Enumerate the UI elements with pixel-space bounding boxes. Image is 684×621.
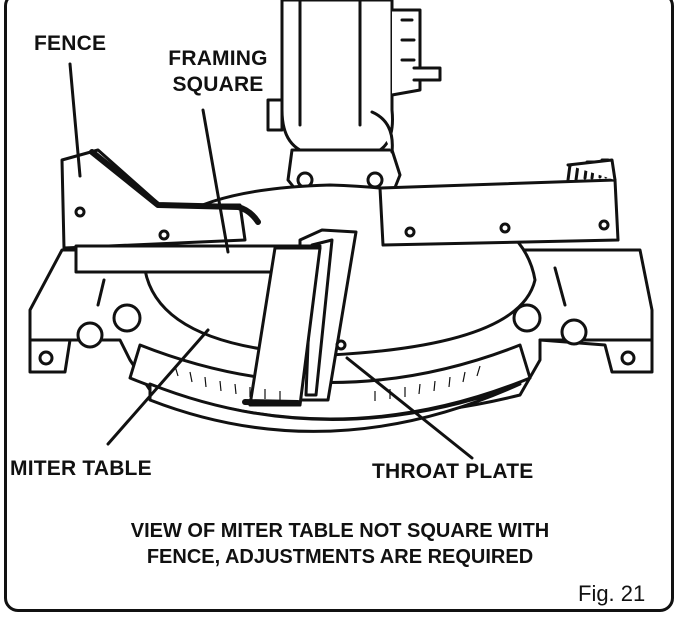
miter-table-leader [106,328,210,446]
throat-plate-leader [345,356,474,460]
throat-plate-label: THROAT PLATE [372,460,534,483]
callout-leaders [68,62,474,460]
fence-label: FENCE [34,32,107,55]
figure-caption: VIEW OF MITER TABLE NOT SQUARE WITH FENC… [60,518,620,570]
scale-ticks [174,365,481,401]
right-fence [378,158,620,247]
miter-table-label: MITER TABLE [10,457,152,480]
fence-leader [68,62,82,178]
framing-square-label-line1: FRAMING [168,47,268,70]
caption-line1: VIEW OF MITER TABLE NOT SQUARE WITH [130,520,550,542]
framing-square-leader [201,108,230,254]
framing-square-label: FRAMING SQUARE [150,46,286,98]
saw-motor-housing [266,0,442,197]
framing-square [74,244,322,407]
figure-frame [4,0,674,612]
caption-line2: FENCE, ADJUSTMENTS ARE REQUIRED [146,546,534,568]
figure-number: Fig. 21 [578,581,646,606]
framing-square-label-line2: SQUARE [172,73,264,96]
